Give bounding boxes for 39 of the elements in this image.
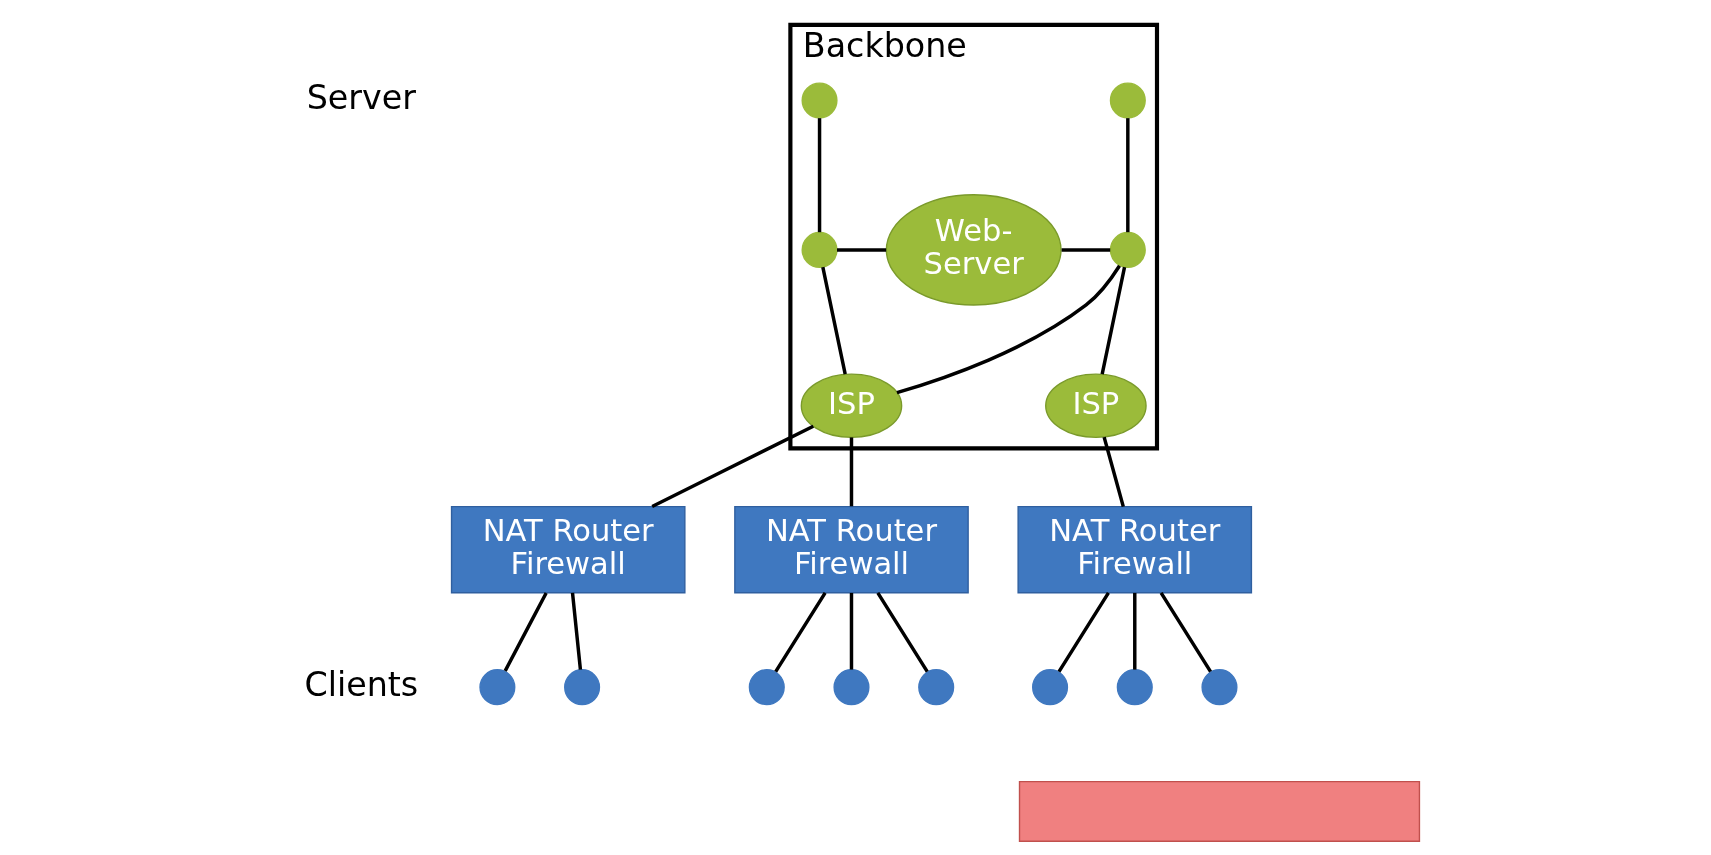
connector bbox=[650, 424, 814, 508]
connector bbox=[817, 118, 821, 233]
connector bbox=[1061, 248, 1110, 252]
connector bbox=[1159, 592, 1212, 673]
connector bbox=[773, 592, 827, 673]
node-ellipse: ISP bbox=[1044, 373, 1147, 439]
connector bbox=[1125, 118, 1130, 233]
node-circle bbox=[563, 669, 600, 706]
node-circle bbox=[478, 669, 515, 706]
node-circle bbox=[1109, 82, 1146, 119]
label: Server bbox=[306, 78, 416, 118]
connector bbox=[503, 592, 548, 672]
connector bbox=[875, 592, 929, 673]
node-box bbox=[1018, 780, 1420, 842]
connector bbox=[849, 437, 853, 507]
connector bbox=[1132, 592, 1136, 670]
connector bbox=[849, 592, 853, 670]
connector bbox=[820, 266, 847, 375]
node-circle bbox=[1200, 669, 1238, 706]
node-circle bbox=[801, 231, 838, 268]
connector bbox=[1100, 266, 1126, 375]
node-circle bbox=[801, 82, 838, 119]
node-circle bbox=[917, 669, 954, 706]
label: Clients bbox=[303, 664, 418, 704]
node-ellipse: ISP bbox=[800, 373, 902, 439]
connector bbox=[895, 264, 1121, 395]
node-circle bbox=[832, 669, 870, 706]
node-box: NAT Router Firewall bbox=[450, 505, 686, 594]
connector bbox=[1101, 436, 1125, 508]
node-circle bbox=[1109, 231, 1146, 268]
node-box: NAT Router Firewall bbox=[733, 505, 969, 594]
node-circle bbox=[1116, 669, 1153, 706]
node-ellipse: Web-Server bbox=[885, 194, 1062, 306]
node-circle bbox=[748, 669, 785, 706]
connector bbox=[836, 248, 886, 252]
node-box: NAT Router Firewall bbox=[1016, 505, 1252, 594]
node-circle bbox=[1031, 669, 1068, 706]
connector bbox=[1057, 592, 1110, 673]
connector bbox=[570, 592, 582, 670]
